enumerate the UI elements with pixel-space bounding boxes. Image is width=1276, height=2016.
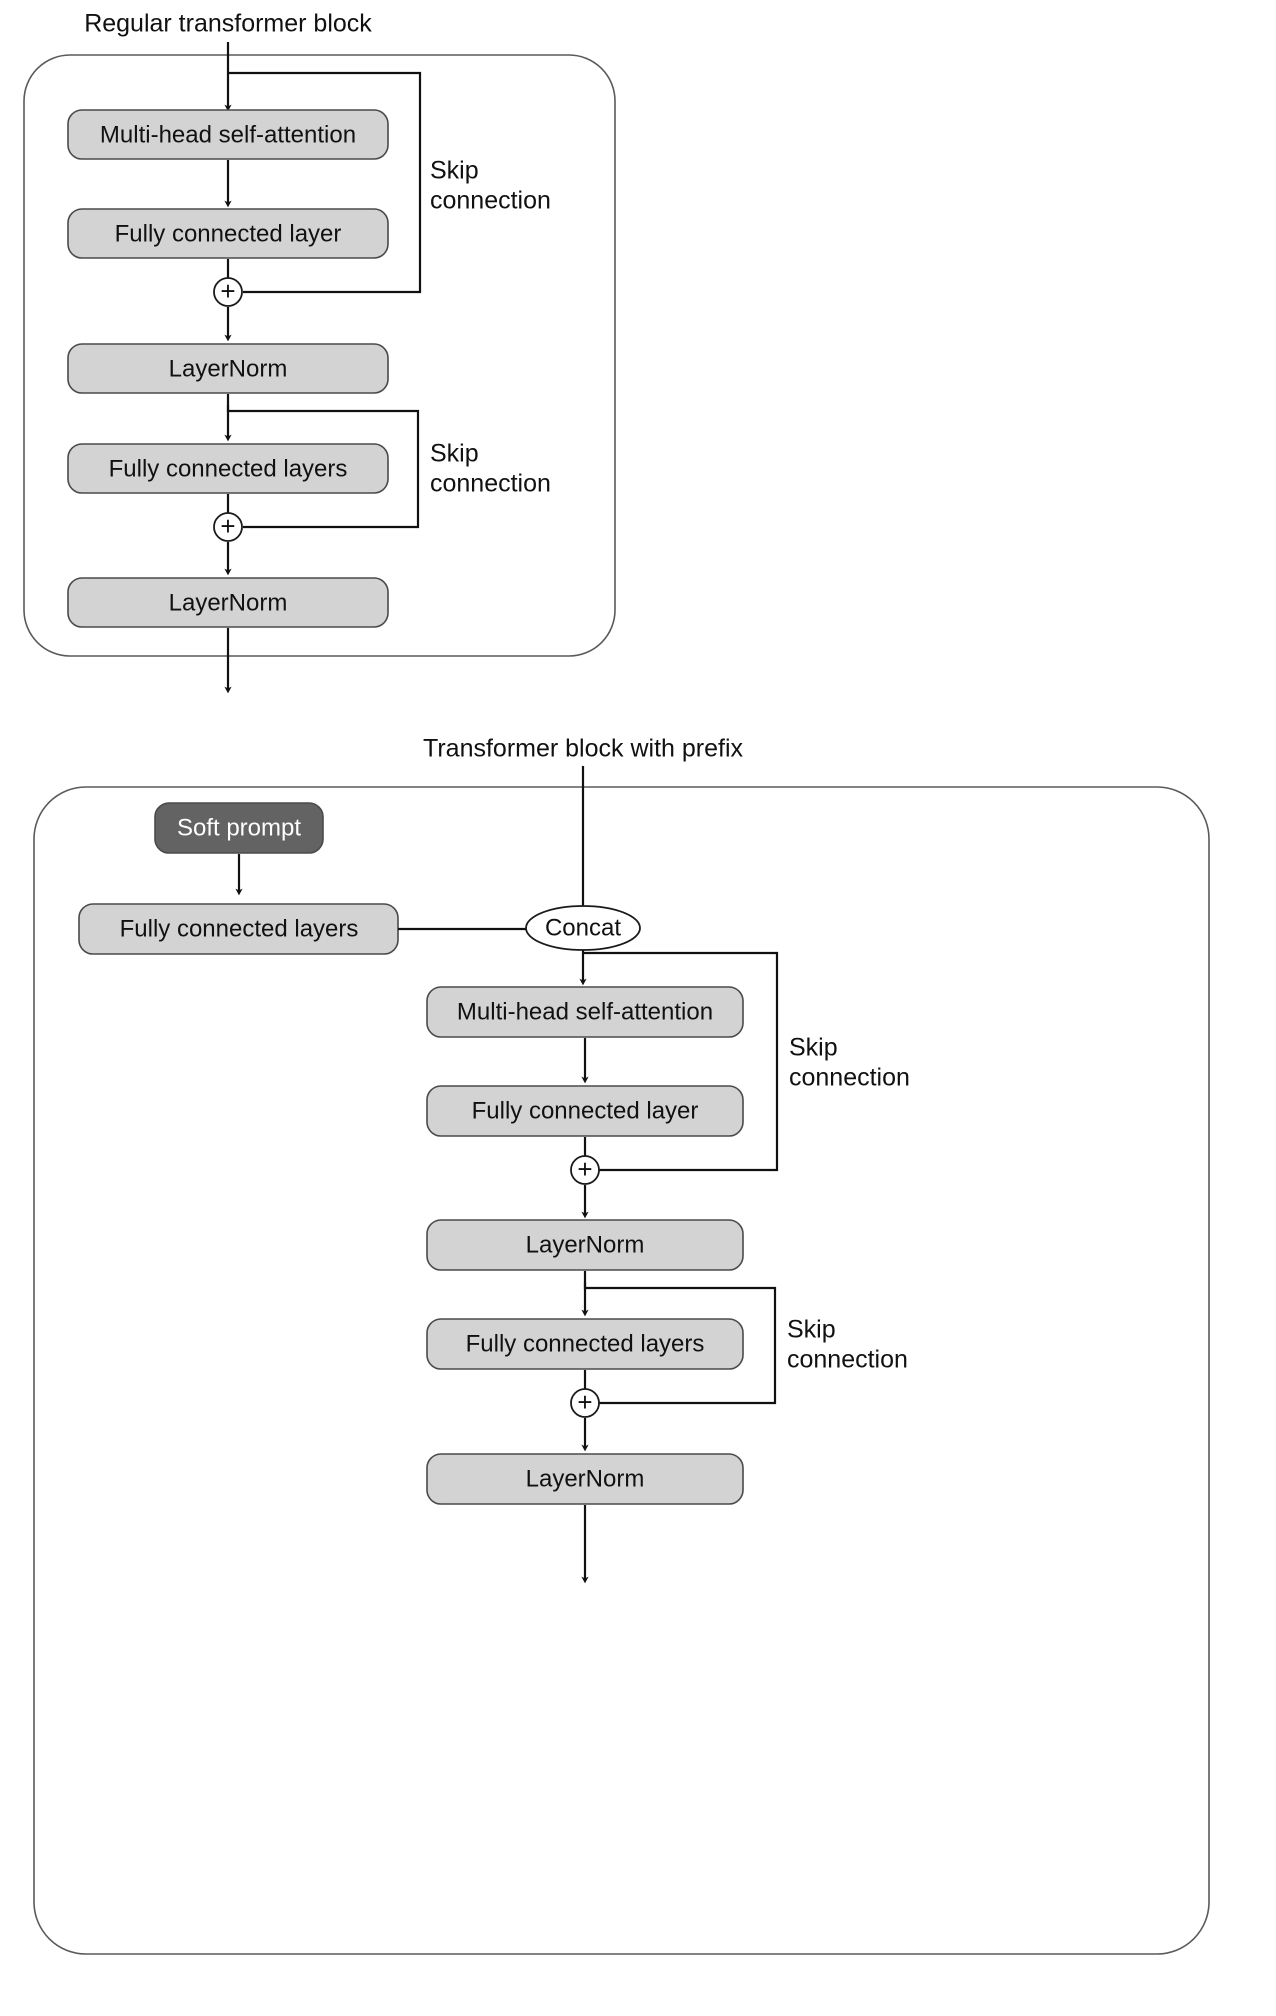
- add-node-3[interactable]: [570, 1155, 600, 1185]
- add-node-1-label: +: [220, 276, 235, 306]
- panel2-title: Transformer block with prefix: [423, 735, 743, 763]
- panel2-skip-1-line1: Skip: [789, 1034, 838, 1062]
- node-prefix-layernorm-1-label: LayerNorm: [526, 1231, 645, 1258]
- panel1-skip-connection-2-label: Skip connection: [430, 440, 551, 498]
- node-prefix-fully-connected-layers-2-label: Fully connected layers: [466, 1330, 705, 1357]
- add-node-1[interactable]: [213, 277, 243, 307]
- add-node-4-label: +: [577, 1387, 592, 1417]
- node-prefix-fully-connected-layer-label: Fully connected layer: [472, 1097, 699, 1124]
- panel2-skip-2-line2: connection: [787, 1346, 908, 1374]
- node-soft-prompt-label: Soft prompt: [177, 814, 301, 841]
- panel1-skip-connection-1-label: Skip connection: [430, 157, 551, 215]
- panel1-block-container: [23, 54, 616, 657]
- node-prefix-layernorm-2[interactable]: [426, 1453, 744, 1505]
- add-node-2-label: +: [220, 511, 235, 541]
- panel-transformer-block-with-prefix: Transformer block with prefix Soft promp…: [33, 735, 1210, 1955]
- node-prefix-layernorm-2-label: LayerNorm: [526, 1465, 645, 1492]
- add-node-2[interactable]: [213, 512, 243, 542]
- node-layernorm-2[interactable]: [67, 577, 389, 628]
- panel2-skip-2-line1: Skip: [787, 1316, 836, 1344]
- node-fully-connected-layer[interactable]: [67, 208, 389, 259]
- node-concat-label: Concat: [545, 914, 621, 941]
- node-multi-head-self-attention[interactable]: [67, 109, 389, 160]
- node-layernorm-2-label: LayerNorm: [169, 589, 288, 616]
- node-prefix-multi-head-self-attention[interactable]: [426, 986, 744, 1038]
- node-prefix-fully-connected-layers-2[interactable]: [426, 1318, 744, 1370]
- panel1-skip-2-line2: connection: [430, 470, 551, 498]
- node-fully-connected-layers[interactable]: [67, 443, 389, 494]
- node-fully-connected-layer-label: Fully connected layer: [115, 220, 342, 247]
- node-prefix-fully-connected-layers-label: Fully connected layers: [120, 915, 359, 942]
- panel1-skip-2-line1: Skip: [430, 440, 479, 468]
- node-fully-connected-layers-label: Fully connected layers: [109, 455, 348, 482]
- node-soft-prompt[interactable]: [154, 802, 324, 854]
- panel2-block-container: [33, 786, 1210, 1955]
- node-prefix-multi-head-self-attention-label: Multi-head self-attention: [457, 998, 713, 1025]
- panel1-skip-connection-1-path: [228, 71, 422, 294]
- panel2-skip-connection-2-label: Skip connection: [787, 1316, 908, 1374]
- node-prefix-fully-connected-layer[interactable]: [426, 1085, 744, 1137]
- node-layernorm-1-label: LayerNorm: [169, 355, 288, 382]
- add-node-4[interactable]: [570, 1388, 600, 1418]
- panel1-skip-1-line2: connection: [430, 187, 551, 215]
- panel1-title: Regular transformer block: [84, 10, 372, 38]
- panel2-skip-1-line2: connection: [789, 1064, 910, 1092]
- node-layernorm-1[interactable]: [67, 343, 389, 394]
- node-multi-head-self-attention-label: Multi-head self-attention: [100, 121, 356, 148]
- node-prefix-layernorm-1[interactable]: [426, 1219, 744, 1271]
- panel1-skip-1-line1: Skip: [430, 157, 479, 185]
- panel2-skip-connection-1-label: Skip connection: [789, 1034, 910, 1092]
- add-node-3-label: +: [577, 1154, 592, 1184]
- panel2-skip-connection-1-path: [583, 951, 779, 1172]
- panel-regular-transformer-block: Regular transformer block Multi-head sel…: [23, 10, 616, 694]
